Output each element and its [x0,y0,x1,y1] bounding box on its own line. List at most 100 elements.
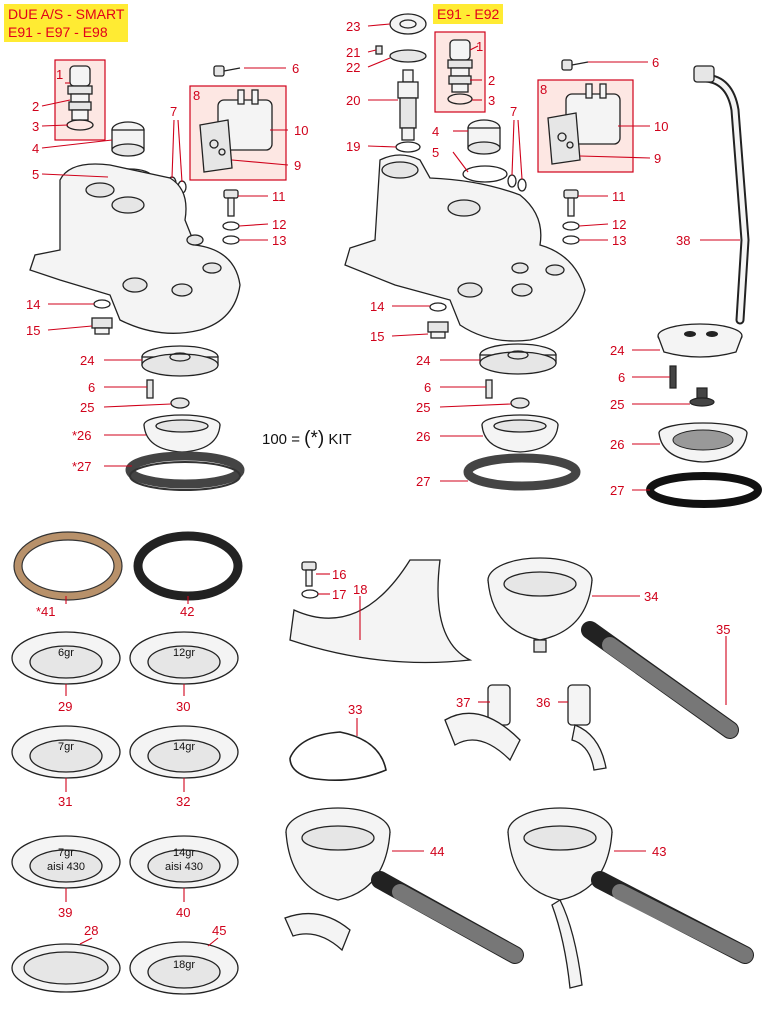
label-bottom-29: 29 [58,699,72,714]
label-left-8: 8 [193,88,200,103]
label-right-14: 14 [370,299,384,314]
label-bottom-34: 34 [644,589,658,604]
portafilter-44 [284,807,524,964]
basket-text-39a: 7gr [58,847,74,859]
label-right-1: 1 [476,39,483,54]
label-right-6b: 6 [424,380,431,395]
basket-32 [129,725,239,779]
steam-wand-38 [693,65,750,325]
label-right-12: 12 [612,217,626,232]
label-right-19: 19 [346,139,360,154]
leader-lines [41,23,740,947]
label-bottom-18: 18 [353,582,367,597]
label-left-26: *26 [72,428,92,443]
label-left-4: 4 [32,141,39,156]
label-bottom-17: 17 [332,587,346,602]
side-group-parts [646,65,762,508]
portafilter-43 [507,807,754,989]
label-bottom-33: 33 [348,702,362,717]
basket-text-39b: aisi 430 [47,861,85,873]
screw-11-right [563,189,579,217]
kit-legend-prefix: 100 = [262,431,300,448]
label-left-14: 14 [26,297,40,312]
diffuser-plate-24-right [479,343,557,375]
knob-23 [389,13,427,35]
washer-12-right [562,221,580,231]
orings-7-right [507,174,527,192]
label-right-6a: 6 [652,55,659,70]
label-left-6b: 6 [88,380,95,395]
screw-6b-left [146,379,154,399]
handle-35 [581,621,739,739]
label-left-5: 5 [32,167,39,182]
washer-17 [301,589,319,599]
nut-15-left [91,317,113,335]
shower-screen-26-left [143,414,221,453]
screw-16 [301,561,317,587]
label-side-26: 26 [610,437,624,452]
callout-labels: 1 2 3 6 7 8 4 5 10 9 11 12 13 14 15 24 6… [26,19,730,971]
label-right-27: 27 [416,474,430,489]
basket-text-29: 6gr [58,647,74,659]
label-left-9: 9 [294,158,301,173]
label-left-24: 24 [80,353,94,368]
label-right-26: 26 [416,429,430,444]
basket-45 [129,941,239,995]
left-group-parts [29,59,287,491]
label-right-8: 8 [540,82,547,97]
nut-25-side [689,387,715,407]
bottom-parts [11,531,754,995]
label-side-38: 38 [676,233,690,248]
kit-legend-suffix: KIT [328,431,352,448]
label-right-4: 4 [432,124,439,139]
label-bottom-43: 43 [652,844,666,859]
screw-6-left [213,65,241,77]
gasket-27-right [463,453,581,491]
spring-33 [289,731,387,782]
nut-25-right [510,397,530,409]
diffuser-24-side [657,323,743,358]
group-head-body-left [29,163,241,334]
right-model-header: E91 - E92 [433,4,504,24]
nut-15-right [427,321,449,339]
portafilter-34 [487,557,593,653]
label-right-23: 23 [346,19,360,34]
basket-29 [11,631,121,685]
gasket-27-left [125,451,245,491]
label-right-3: 3 [488,93,495,108]
label-right-2: 2 [488,73,495,88]
label-right-15: 15 [370,329,384,344]
screw-6b-right [485,379,493,399]
diffuser-plate-24-left [141,345,219,377]
cap-4-left [111,121,145,157]
basket-text-40b: aisi 430 [165,861,203,873]
label-left-10: 10 [294,123,308,138]
label-left-3: 3 [32,119,39,134]
shower-screen-26-side [658,422,748,463]
gasket-27-side [646,472,762,508]
label-bottom-28: 28 [84,923,98,938]
label-left-2: 2 [32,99,39,114]
label-right-22: 22 [346,60,360,75]
label-right-25: 25 [416,400,430,415]
label-bottom-37: 37 [456,695,470,710]
screw-11-left [223,189,239,217]
basket-30 [129,631,239,685]
label-bottom-39: 39 [58,905,72,920]
basket-39 [11,835,121,889]
washer-14-right [429,302,447,312]
oring-19 [395,141,421,153]
washer-14-left [93,299,111,309]
label-side-25: 25 [610,397,624,412]
screw-6-right [561,59,589,71]
label-right-5: 5 [432,145,439,160]
label-left-13: 13 [272,233,286,248]
spout-36 [567,684,607,771]
basket-40 [129,835,239,889]
label-left-7: 7 [170,104,177,119]
shower-screen-26-right [481,414,559,453]
label-left-6a: 6 [292,61,299,76]
gasket-41 [14,532,122,600]
washer-12-left [222,221,240,231]
